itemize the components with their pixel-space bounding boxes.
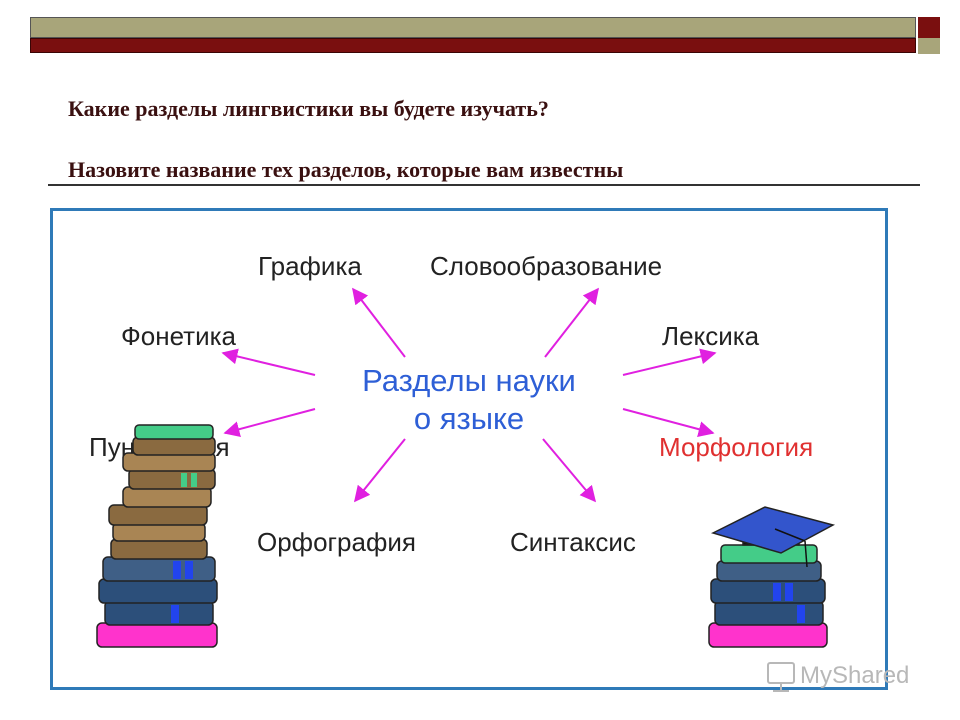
branch-slovoobrazovanie: Словообразование: [430, 251, 662, 281]
arrow-to-grafika: [352, 287, 406, 358]
branch-morfologiya: Морфология: [659, 432, 813, 462]
corner-block-maroon: [918, 17, 940, 38]
diagram-canvas: Разделы науки о языке Графика Словообраз…: [89, 251, 836, 648]
arrow-to-orfografiya: [353, 438, 406, 503]
arrow-to-morfologiya: [622, 408, 715, 438]
watermark-text: MyShared: [800, 662, 909, 689]
branch-leksika: Лексика: [662, 321, 760, 351]
branch-sintaksis: Синтаксис: [510, 527, 636, 557]
center-label-line2: о языке: [414, 401, 524, 436]
watermark-slide-icon: [767, 662, 795, 692]
corner-block-olive: [918, 38, 940, 54]
branch-orfografiya: Орфография: [257, 527, 416, 557]
book-stack-right-illustration: [708, 506, 836, 648]
arrow-to-sintaksis: [542, 438, 597, 503]
arrow-to-leksika: [622, 348, 717, 376]
watermark-logo: MyShared: [767, 662, 909, 692]
top-bar-maroon-stripe: [30, 38, 916, 53]
book-stack-left-illustration: [96, 424, 218, 648]
top-bar-olive-stripe: [30, 17, 916, 38]
language-sections-diagram: Разделы науки о языке Графика Словообраз…: [50, 208, 888, 690]
center-label-line1: Разделы науки: [362, 363, 576, 398]
title-underline-rule: [48, 184, 920, 186]
slide-question-2: Назовите название тех разделов, которые …: [68, 157, 624, 182]
arrow-to-fonetika: [221, 348, 316, 376]
arrow-to-punktuatsiya: [223, 408, 316, 438]
top-decorative-bar: [30, 17, 916, 53]
arrow-to-slovoobrazovanie: [544, 287, 599, 358]
slide-question-1: Какие разделы лингвистики вы будете изуч…: [68, 96, 549, 121]
branch-grafika: Графика: [258, 251, 362, 281]
branch-fonetika: Фонетика: [121, 321, 237, 351]
